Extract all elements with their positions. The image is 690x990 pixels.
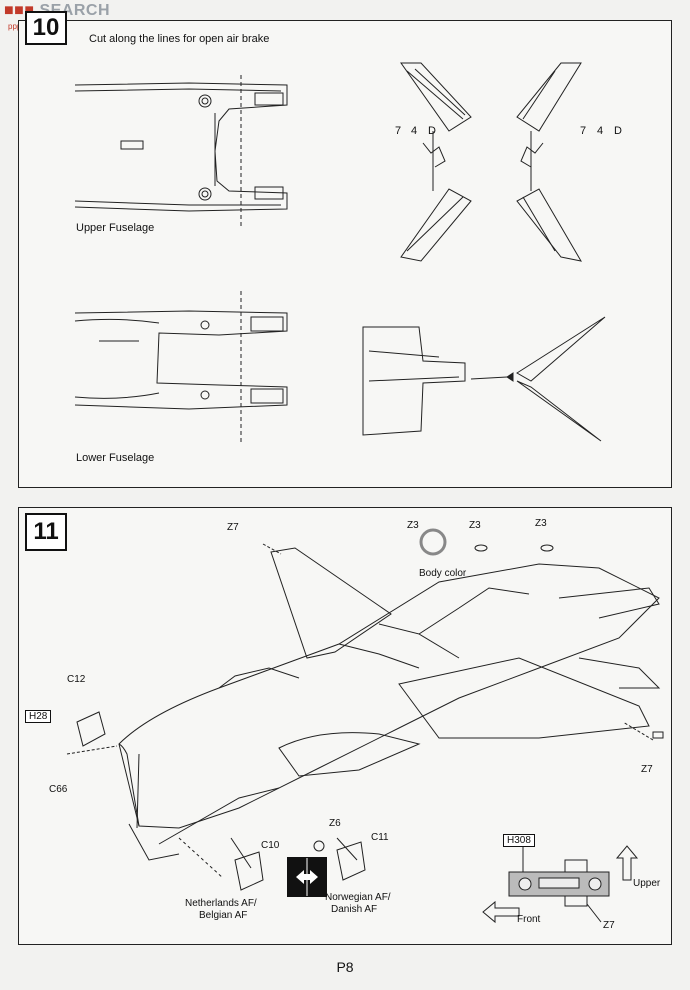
callout-right-4: 4 [597, 125, 604, 137]
variant-left-line1: Netherlands AF/ [185, 898, 257, 909]
instruction-text: Cut along the lines for open air brake [89, 33, 270, 45]
part-c10: C10 [261, 840, 280, 851]
step-11-drawing [66, 528, 664, 924]
body-color-note: Body color [419, 568, 467, 579]
step-number: 11 [25, 513, 67, 551]
part-c11: C11 [371, 832, 389, 843]
variant-left-line2: Belgian AF [199, 910, 248, 921]
variant-arrow-icon [287, 857, 327, 897]
part-c66: C66 [49, 784, 68, 795]
part-z6: Z6 [329, 818, 341, 829]
lower-fuselage-label: Lower Fuselage [76, 452, 155, 464]
part-z3-a: Z3 [407, 520, 419, 531]
callout-right-7: 7 [580, 125, 587, 137]
part-z7-right: Z7 [641, 764, 653, 775]
part-z3-b: Z3 [469, 520, 481, 531]
variant-right-line2: Danish AF [331, 904, 378, 915]
part-c12: C12 [67, 674, 86, 685]
part-z7-top: Z7 [227, 522, 239, 533]
step-number: 10 [25, 11, 67, 45]
step-11-panel: 11 [18, 507, 672, 945]
callout-left-d: D [428, 125, 436, 137]
step-10-drawing [74, 62, 606, 445]
part-h28: H28 [25, 710, 52, 723]
part-z3-c: Z3 [535, 518, 547, 529]
callout-left-4: 4 [411, 125, 418, 137]
callout-right-d: D [614, 125, 622, 137]
part-z7-bottom: Z7 [603, 920, 615, 931]
step-10-panel: 10 Cut along the lines for open air brak… [18, 11, 672, 488]
callout-left-7: 7 [395, 125, 402, 137]
variant-right-line1: Norwegian AF/ [325, 892, 391, 903]
upper-arrow-label: Upper [633, 878, 661, 889]
front-arrow-label: Front [517, 914, 541, 925]
upper-fuselage-label: Upper Fuselage [76, 222, 155, 234]
part-h308: H308 [503, 834, 535, 847]
page-number: P8 [336, 959, 354, 975]
